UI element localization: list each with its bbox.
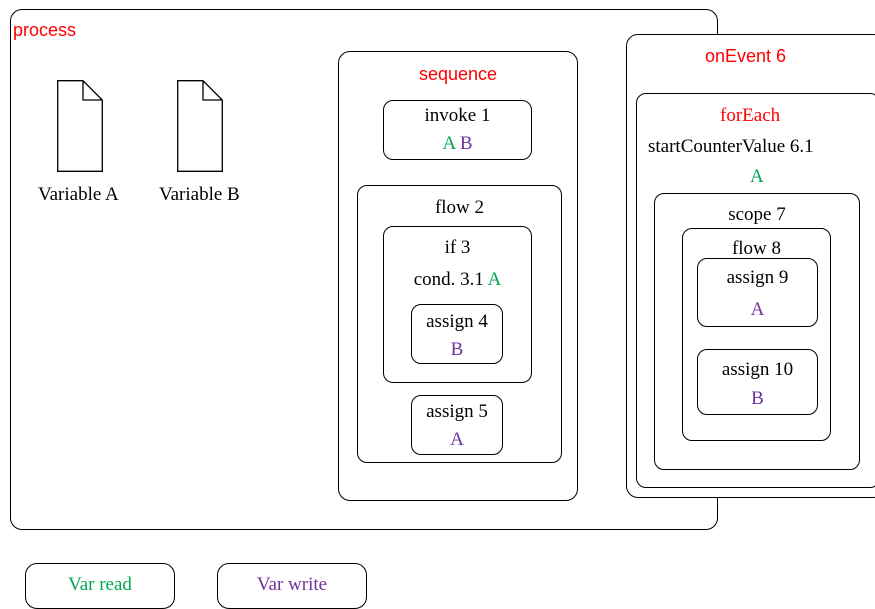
variable-b-label: Variable B xyxy=(159,184,240,205)
for-each-label: forEach xyxy=(720,105,781,126)
legend-var-read-label: Var read xyxy=(68,574,132,595)
var-write-a: A xyxy=(450,429,464,450)
document-icon xyxy=(57,80,103,172)
legend-var-write: Var write xyxy=(217,563,367,609)
var-read-a: A xyxy=(750,166,764,187)
var-write-b: B xyxy=(459,133,473,154)
invoke-1-vars: A B xyxy=(384,134,531,153)
assign-4-box: assign 4 B xyxy=(411,304,503,364)
var-read-a: A xyxy=(487,269,502,290)
invoke-1-label: invoke 1 xyxy=(424,105,491,126)
on-event-6-label: onEvent 6 xyxy=(705,46,787,66)
scope-7-label: scope 7 xyxy=(728,204,786,225)
invoke-1-box: invoke 1 A B xyxy=(383,100,532,160)
flow-2-label: flow 2 xyxy=(434,197,485,218)
start-counter-label: startCounterValue 6.1 xyxy=(648,136,814,157)
sequence-label: sequence xyxy=(418,64,498,84)
variable-a-label: Variable A xyxy=(38,184,119,205)
document-icon xyxy=(177,80,223,172)
assign-10-box: assign 10 B xyxy=(697,349,818,415)
var-write-a: A xyxy=(750,299,765,320)
var-write-b: B xyxy=(450,339,464,360)
if-3-condition: cond. 3.1 A xyxy=(384,270,531,289)
legend-var-write-label: Var write xyxy=(256,574,328,595)
var-write-b: B xyxy=(751,388,764,409)
assign-9-box: assign 9 A xyxy=(697,258,818,327)
process-label: process xyxy=(13,20,77,40)
assign-10-label: assign 10 xyxy=(721,359,794,380)
assign-5-box: assign 5 A xyxy=(411,395,503,455)
assign-5-label: assign 5 xyxy=(426,401,488,422)
assign-9-label: assign 9 xyxy=(726,267,789,288)
flow-8-label: flow 8 xyxy=(731,238,782,259)
assign-4-label: assign 4 xyxy=(426,311,488,332)
condition-label: cond. 3.1 xyxy=(413,269,484,290)
legend-var-read: Var read xyxy=(25,563,175,609)
var-read-a: A xyxy=(442,133,456,154)
if-3-label: if 3 xyxy=(444,237,471,258)
